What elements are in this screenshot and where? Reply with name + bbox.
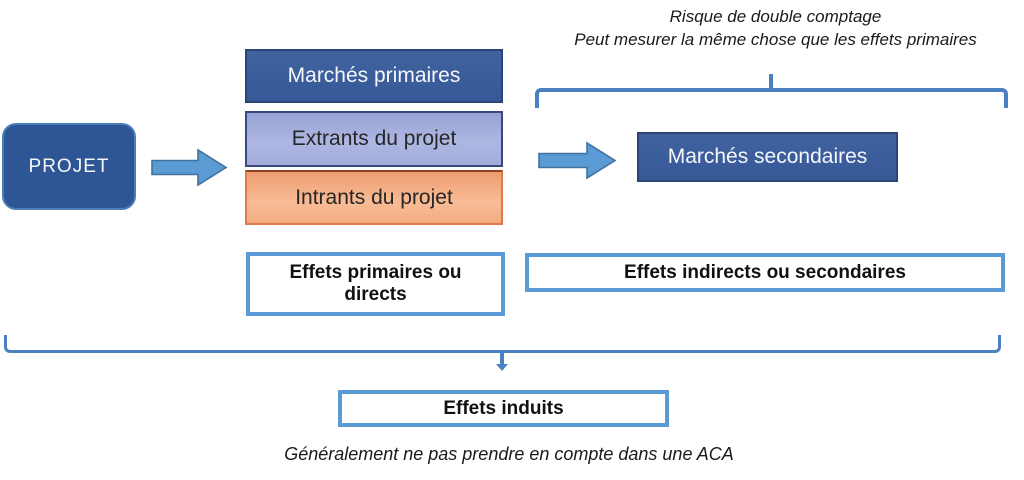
node-marches-secondaires: Marchés secondaires (637, 132, 898, 182)
node-intrants-label: Intrants du projet (295, 185, 453, 209)
arrow-stack-to-secondaires (538, 141, 617, 180)
label-effets-indirects-text: Effets indirects ou secondaires (624, 261, 906, 283)
label-effets-primaires: Effets primaires ou directs (246, 252, 505, 316)
double-counting-note: Risque de double comptage Peut mesurer l… (543, 2, 1008, 55)
bottom-bracket-stem (500, 352, 504, 365)
node-marches-secondaires-label: Marchés secondaires (667, 145, 868, 168)
arrow-projet-to-stack (151, 148, 228, 187)
double-counting-note-line1: Risque de double comptage (669, 7, 882, 27)
aca-note-text: Généralement ne pas prendre en compte da… (284, 443, 734, 464)
double-counting-note-line2: Peut mesurer la même chose que les effet… (574, 29, 977, 49)
label-effets-indirects: Effets indirects ou secondaires (525, 253, 1005, 292)
label-effets-induits: Effets induits (338, 390, 669, 427)
node-marches-primaires-label: Marchés primaires (287, 64, 461, 87)
node-extrants: Extrants du projet (245, 111, 503, 167)
top-bracket-stem (769, 74, 773, 90)
node-marches-primaires: Marchés primaires (245, 49, 503, 103)
label-effets-primaires-text: Effets primaires ou directs (289, 262, 462, 305)
bottom-bracket (4, 335, 1001, 353)
aca-note: Généralement ne pas prendre en compte da… (270, 440, 748, 468)
node-extrants-label: Extrants du projet (291, 127, 457, 150)
top-bracket (535, 88, 1008, 108)
bottom-bracket-arrowhead (496, 364, 508, 371)
node-intrants: Intrants du projet (245, 170, 503, 225)
node-projet: PROJET (2, 123, 136, 210)
node-projet-label: PROJET (28, 155, 110, 177)
label-effets-induits-text: Effets induits (443, 397, 564, 419)
